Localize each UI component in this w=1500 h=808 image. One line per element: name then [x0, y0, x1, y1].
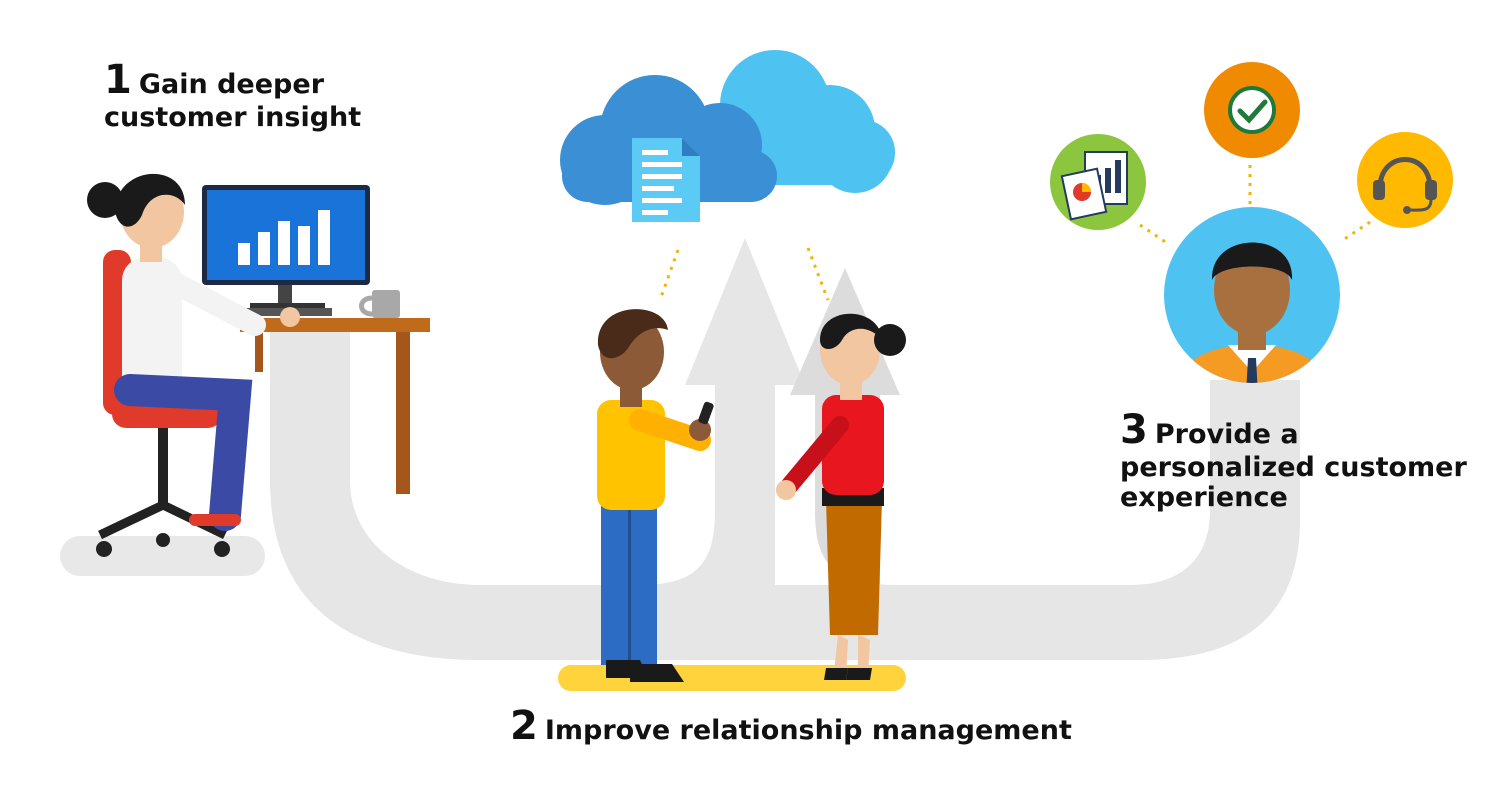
customer-avatar: [1164, 207, 1340, 383]
step-title: Gain deeper customer insight: [104, 69, 362, 133]
step-number: 1: [104, 57, 132, 103]
step-number: 3: [1120, 407, 1148, 453]
check-circle-icon: [1204, 62, 1300, 158]
woman-in-red: [776, 313, 906, 680]
analyst-at-desk: [87, 173, 430, 557]
connectors: [658, 165, 1371, 301]
bar-chart-icon: [238, 210, 330, 265]
man-with-phone: [597, 309, 714, 682]
cloud-icon: [560, 50, 895, 205]
document-icon: [632, 138, 700, 222]
step-title: Improve relationship management: [544, 715, 1072, 746]
report-icon: [1050, 134, 1146, 230]
monitor: [202, 185, 370, 311]
headset-icon: [1357, 132, 1453, 228]
step-title: Provide a personalized customer experien…: [1120, 419, 1467, 514]
step-number: 2: [510, 703, 538, 749]
